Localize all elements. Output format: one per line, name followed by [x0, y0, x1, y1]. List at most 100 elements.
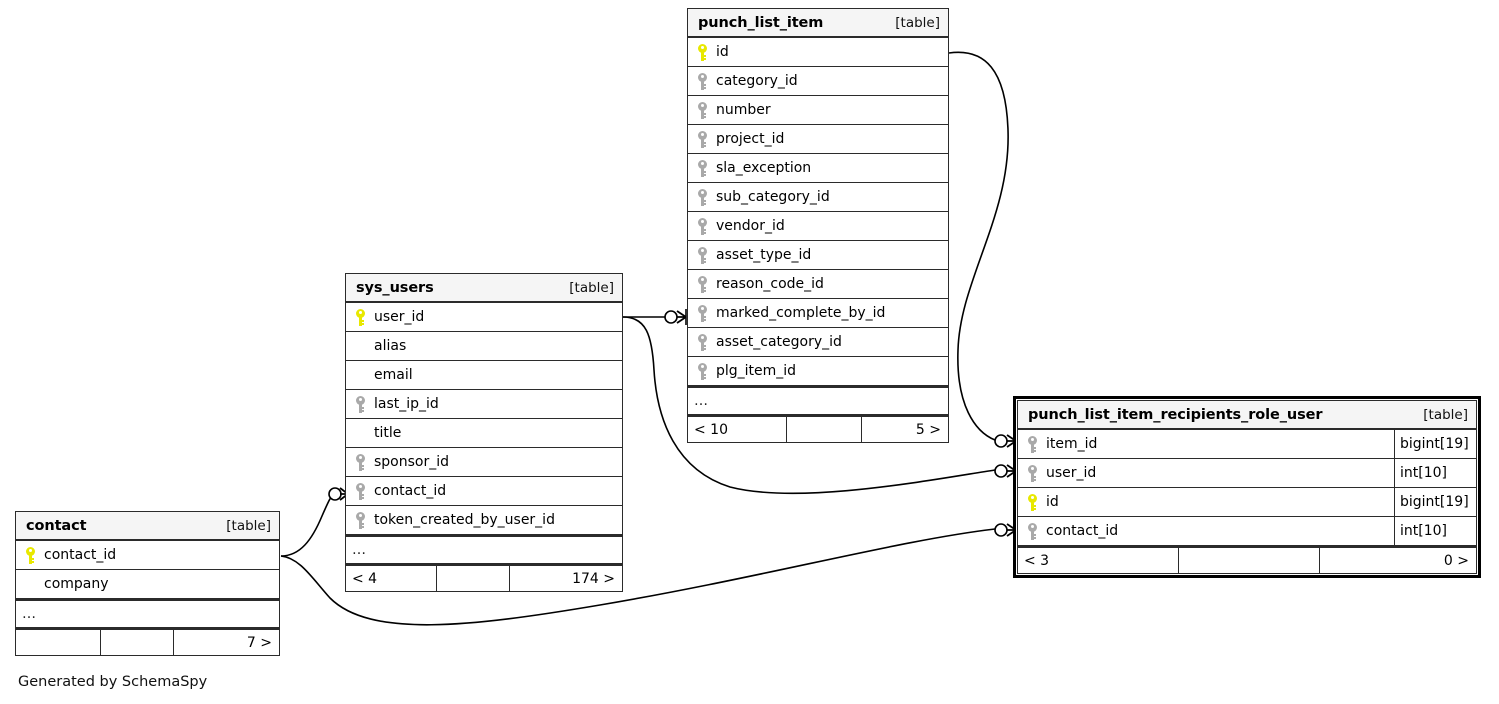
foreign-key-icon	[688, 101, 714, 119]
table-row[interactable]: title	[346, 419, 622, 448]
table-row[interactable]: user_id	[346, 303, 622, 332]
foreign-key-icon	[1018, 522, 1044, 540]
table-row[interactable]: sub_category_id	[688, 183, 948, 212]
foreign-key-icon	[688, 362, 714, 380]
table-type-tag: [table]	[1423, 406, 1468, 423]
table-row[interactable]: project_id	[688, 125, 948, 154]
foreign-key-icon	[688, 188, 714, 206]
more-columns-indicator: …	[16, 599, 279, 628]
column-type: int[10]	[1394, 459, 1476, 487]
footer-parent-count[interactable]	[16, 630, 100, 655]
column-name: reason_code_id	[716, 276, 824, 292]
footer-child-count[interactable]: 5 >	[915, 421, 941, 438]
table-header: contact [table]	[16, 512, 279, 541]
table-punch-list-item-recipients-role-user[interactable]: punch_list_item_recipients_role_user [ta…	[1013, 396, 1481, 578]
column-type: bigint[19]	[1394, 430, 1476, 458]
column-name: company	[44, 576, 109, 592]
foreign-key-icon	[688, 304, 714, 322]
generated-by-caption: Generated by SchemaSpy	[18, 674, 208, 690]
table-row[interactable]: id bigint[19]	[1018, 488, 1476, 517]
footer-middle	[786, 417, 862, 442]
table-footer: < 3 0 >	[1018, 546, 1476, 573]
column-name: contact_id	[44, 547, 117, 563]
column-name: contact_id	[374, 483, 447, 499]
table-row[interactable]: category_id	[688, 67, 948, 96]
column-name: token_created_by_user_id	[374, 512, 555, 528]
foreign-key-icon	[346, 511, 372, 529]
table-row[interactable]: contact_id int[10]	[1018, 517, 1476, 546]
footer-child-count[interactable]: 7 >	[246, 634, 272, 651]
primary-key-icon	[16, 546, 42, 564]
column-name: alias	[374, 338, 407, 354]
table-row[interactable]: marked_complete_by_id	[688, 299, 948, 328]
table-row[interactable]: contact_id	[16, 541, 279, 570]
primary-key-icon	[688, 43, 714, 61]
column-name: id	[716, 44, 729, 60]
table-row[interactable]: reason_code_id	[688, 270, 948, 299]
table-row[interactable]: id	[688, 38, 948, 67]
column-name: last_ip_id	[374, 396, 439, 412]
column-name: user_id	[374, 309, 425, 325]
table-header: punch_list_item [table]	[688, 9, 948, 38]
column-name: marked_complete_by_id	[716, 305, 886, 321]
edge-contact-to-sysusers-contactid	[280, 493, 335, 557]
column-name: user_id	[1046, 465, 1097, 481]
column-name: vendor_id	[716, 218, 785, 234]
footer-middle	[436, 566, 510, 591]
table-sys-users[interactable]: sys_users [table] user_id alias email la…	[345, 273, 623, 592]
table-row[interactable]: plg_item_id	[688, 357, 948, 386]
table-row[interactable]: number	[688, 96, 948, 125]
table-title: contact	[26, 517, 87, 534]
footer-parent-count[interactable]: < 4	[352, 570, 378, 587]
footer-parent-count[interactable]: < 3	[1024, 552, 1050, 569]
footer-middle	[1178, 548, 1320, 573]
column-name: project_id	[716, 131, 785, 147]
foreign-key-icon	[1018, 464, 1044, 482]
foreign-key-icon	[688, 130, 714, 148]
table-row[interactable]: sponsor_id	[346, 448, 622, 477]
table-header: punch_list_item_recipients_role_user [ta…	[1018, 401, 1476, 430]
footer-child-count[interactable]: 174 >	[572, 570, 615, 587]
column-name: sponsor_id	[374, 454, 450, 470]
table-contact[interactable]: contact [table] contact_id company … 7 >	[15, 511, 280, 656]
column-name: id	[1046, 494, 1059, 510]
table-row[interactable]: alias	[346, 332, 622, 361]
table-footer: 7 >	[16, 628, 279, 655]
column-name: plg_item_id	[716, 363, 797, 379]
table-row[interactable]: asset_type_id	[688, 241, 948, 270]
foreign-key-icon	[346, 395, 372, 413]
edge-punchlistitem-id-to-item-id	[948, 51, 1009, 441]
table-row[interactable]: item_id bigint[19]	[1018, 430, 1476, 459]
footer-middle	[100, 630, 174, 655]
table-row[interactable]: last_ip_id	[346, 390, 622, 419]
table-row[interactable]: email	[346, 361, 622, 390]
column-name: number	[716, 102, 771, 118]
column-name: sla_exception	[716, 160, 812, 176]
column-type: bigint[19]	[1394, 488, 1476, 516]
table-footer: < 10 5 >	[688, 415, 948, 442]
table-title: punch_list_item	[698, 14, 824, 31]
foreign-key-icon	[688, 246, 714, 264]
table-header: sys_users [table]	[346, 274, 622, 303]
table-row[interactable]: company	[16, 570, 279, 599]
table-row[interactable]: sla_exception	[688, 154, 948, 183]
foreign-key-icon	[688, 159, 714, 177]
table-row[interactable]: vendor_id	[688, 212, 948, 241]
column-name: sub_category_id	[716, 189, 830, 205]
foreign-key-icon	[688, 72, 714, 90]
foreign-key-icon	[688, 217, 714, 235]
table-row[interactable]: user_id int[10]	[1018, 459, 1476, 488]
table-row[interactable]: asset_category_id	[688, 328, 948, 357]
table-row[interactable]: contact_id	[346, 477, 622, 506]
table-type-tag: [table]	[226, 517, 271, 534]
column-name: category_id	[716, 73, 798, 89]
footer-child-count[interactable]: 0 >	[1443, 552, 1469, 569]
column-type: int[10]	[1394, 517, 1476, 545]
table-row[interactable]: token_created_by_user_id	[346, 506, 622, 535]
table-punch-list-item[interactable]: punch_list_item [table] id category_id n…	[687, 8, 949, 443]
foreign-key-icon	[1018, 435, 1044, 453]
column-name: item_id	[1046, 436, 1098, 452]
footer-parent-count[interactable]: < 10	[694, 421, 728, 438]
column-name: title	[374, 425, 402, 441]
